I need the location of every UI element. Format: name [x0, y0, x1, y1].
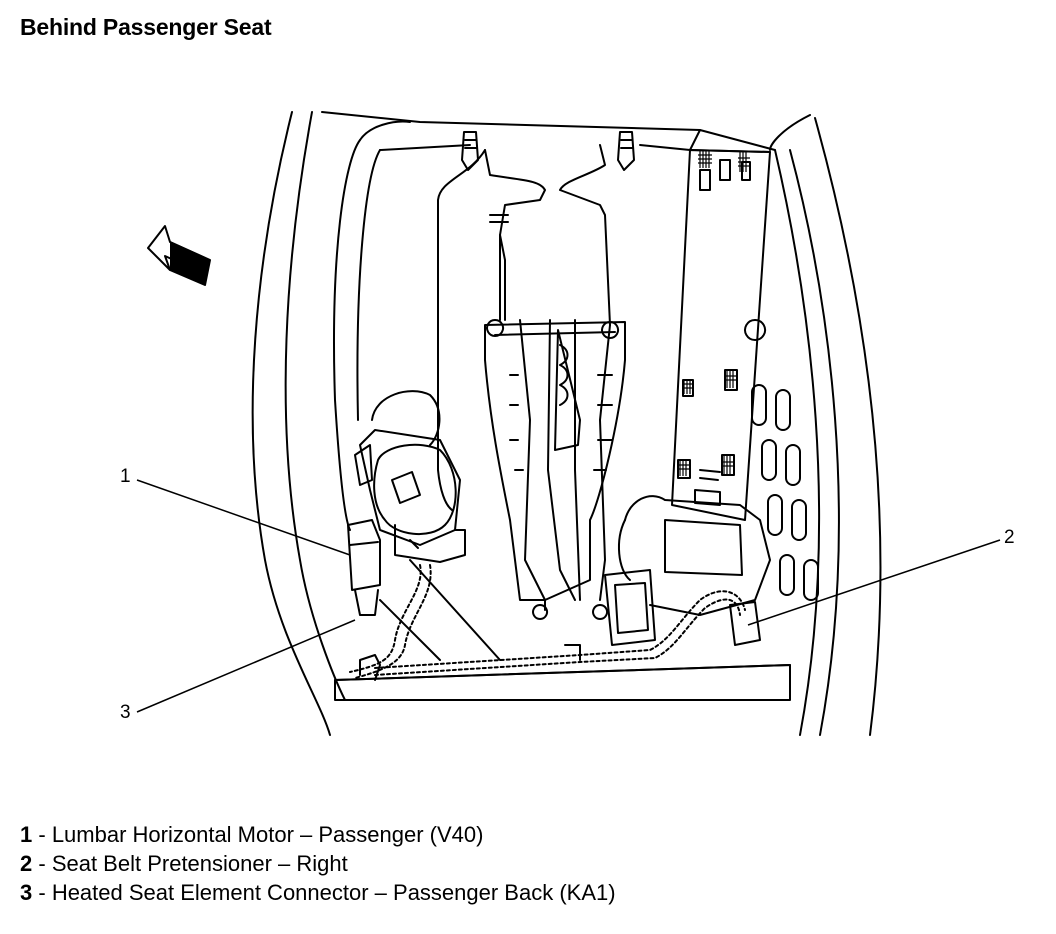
legend-number: 1: [20, 822, 33, 847]
seat-tray: [334, 559, 791, 701]
legend-separator: -: [32, 851, 52, 876]
legend-separator: -: [32, 880, 52, 905]
legend-item-3: 3 - Heated Seat Element Connector – Pass…: [20, 878, 616, 907]
legend-text: Lumbar Horizontal Motor – Passenger (V40…: [51, 822, 484, 847]
legend: 1 - Lumbar Horizontal Motor – Passenger …: [20, 820, 616, 907]
leader-line-2: [747, 539, 1001, 626]
legend-number: 3: [20, 880, 33, 905]
callout-3: 3: [120, 702, 131, 723]
leader-line-3: [136, 619, 356, 713]
legend-text: Seat Belt Pretensioner – Right: [51, 851, 348, 876]
seat-back-outline: [251, 111, 882, 736]
legend-number: 2: [20, 851, 33, 876]
tray-harness: [374, 590, 746, 676]
lumbar-motor: [347, 390, 466, 616]
legend-item-2: 2 - Seat Belt Pretensioner – Right: [20, 849, 616, 878]
belt-pretensioner: [604, 495, 771, 646]
callout-2: 2: [1004, 527, 1015, 548]
leader-lines: [136, 479, 1001, 713]
lumbar-plate: [484, 319, 626, 620]
legend-item-1: 1 - Lumbar Horizontal Motor – Passenger …: [20, 820, 616, 849]
motor-harness: [349, 564, 432, 679]
legend-separator: -: [32, 822, 52, 847]
side-slots: [744, 319, 819, 601]
leader-line-1: [136, 479, 351, 556]
legend-text: Heated Seat Element Connector – Passenge…: [51, 880, 616, 905]
belt-mesh: [678, 150, 750, 476]
callout-1: 1: [120, 466, 131, 487]
forward-arrow-icon: [147, 225, 211, 286]
page-title: Behind Passenger Seat: [20, 14, 272, 40]
lumbar-wire-frame: [437, 144, 611, 611]
